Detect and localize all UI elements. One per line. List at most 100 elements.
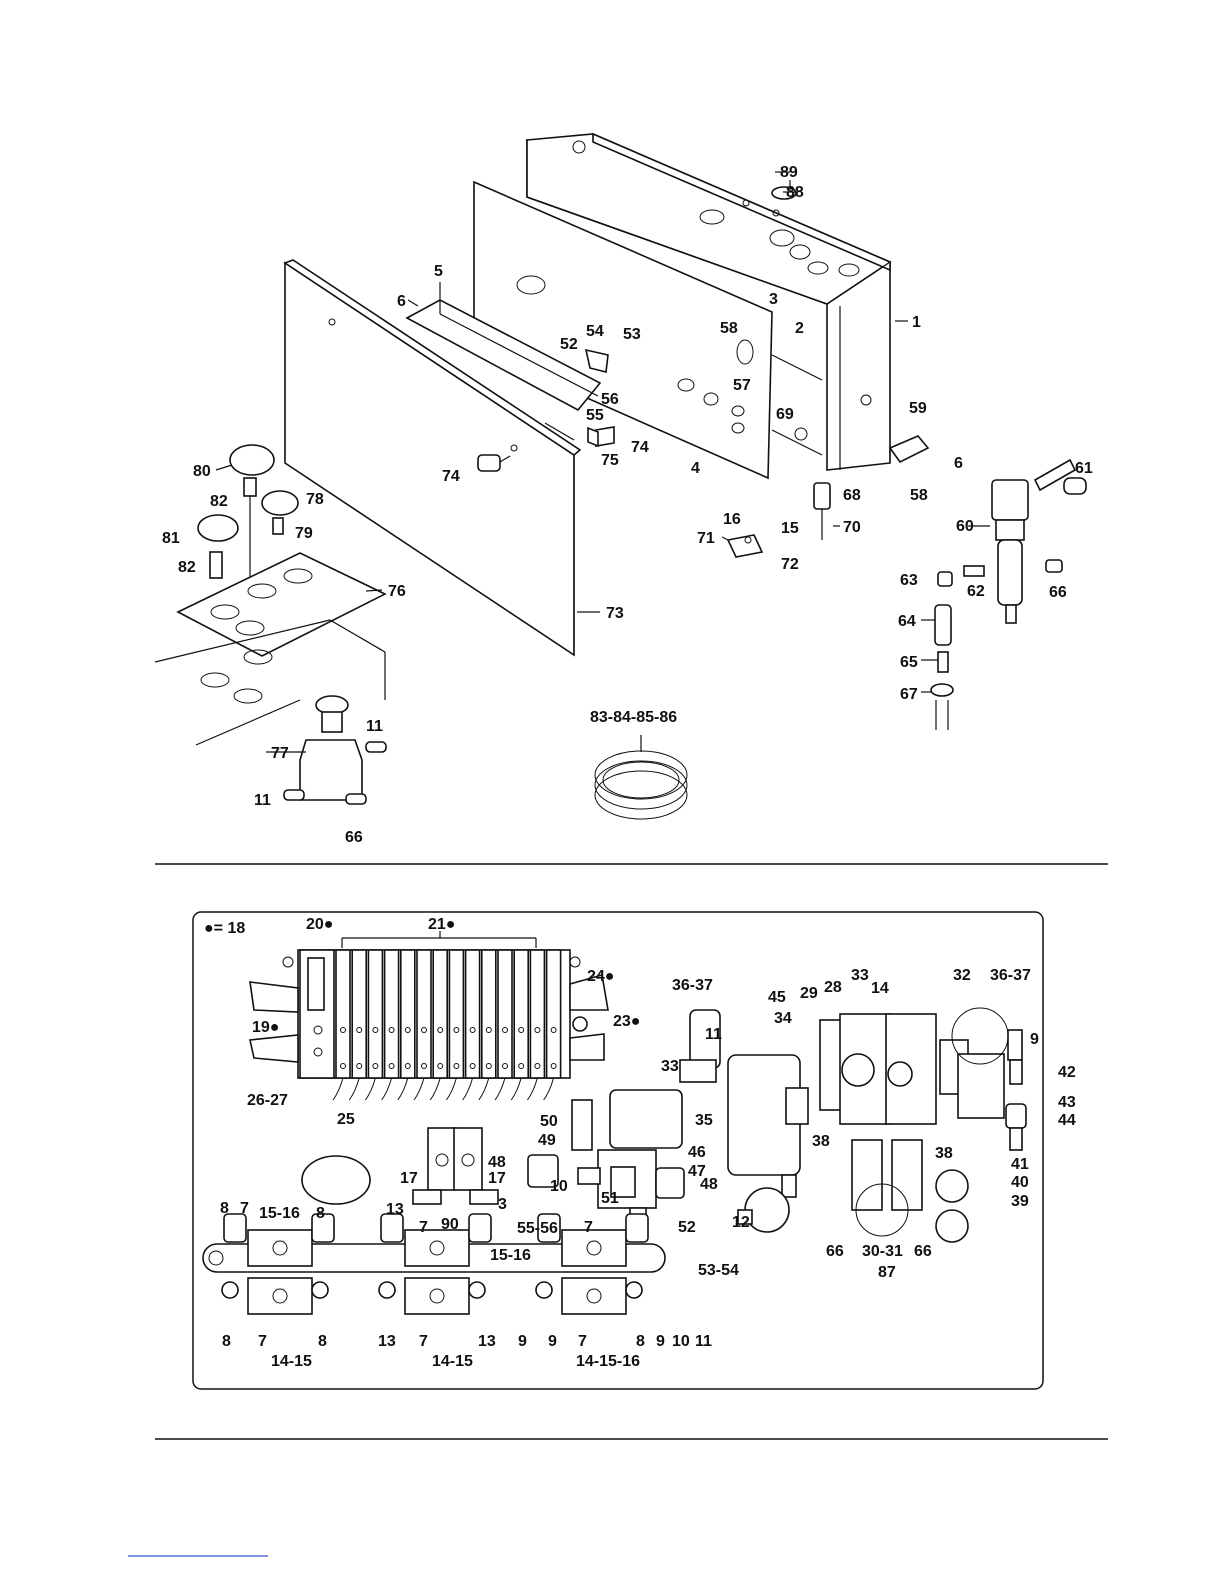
valve-tube [478, 1077, 490, 1101]
part-label-60: 60 [956, 518, 974, 535]
valve-port [356, 1063, 363, 1069]
plug-fitting [311, 1281, 329, 1299]
part-label-58b: 58 [910, 487, 928, 504]
part-label-25: 25 [337, 1111, 355, 1128]
part-label-11a: 11 [366, 718, 383, 735]
part-label-74b: 74 [442, 468, 460, 485]
valve-port [340, 1027, 346, 1033]
valve-port [502, 1063, 508, 1069]
part-label-40: 40 [1011, 1174, 1029, 1191]
tubing-coil [594, 735, 688, 820]
valve-block [819, 1007, 1009, 1243]
plug-fitting [625, 1281, 643, 1299]
part-label-14-15b: 14-15 [432, 1353, 473, 1370]
part-label-46: 46 [688, 1144, 706, 1161]
part-label-52: 52 [560, 336, 578, 353]
part-label-6a: 6 [397, 293, 406, 310]
part-label-8b: 8 [316, 1205, 325, 1222]
valve-tube [462, 1077, 474, 1101]
part-label-88: 88 [786, 184, 804, 201]
valve-tube [510, 1077, 522, 1101]
part-label-8d: 8 [318, 1333, 327, 1350]
valve-port [469, 1027, 476, 1033]
valve-tube [526, 1077, 538, 1101]
valve-base-block-a-lower [247, 1277, 313, 1315]
part-label-17b: 17 [488, 1170, 506, 1187]
hinge [726, 534, 764, 558]
part-label-66c: 66 [826, 1243, 844, 1260]
part-label-67: 67 [900, 686, 918, 703]
part-label-58a: 58 [720, 320, 738, 337]
valve-port [421, 1027, 427, 1033]
valve-port [534, 1063, 541, 1069]
part-label-33a: 33 [851, 967, 869, 984]
part-label-14-15-16: 14-15-16 [576, 1353, 640, 1370]
part-label-87: 87 [878, 1264, 896, 1281]
part-label-7e: 7 [419, 1333, 428, 1350]
part-label-19: 19● [252, 1019, 279, 1036]
part-label-7b: 7 [419, 1219, 428, 1236]
valve-port [534, 1027, 541, 1033]
part-label-9a: 9 [1030, 1031, 1039, 1048]
valve-base-block-b-lower [404, 1277, 470, 1315]
part-label-45: 45 [768, 989, 786, 1006]
cover-plate [771, 180, 797, 200]
filter-bowl [679, 1009, 809, 1233]
part-label-10a: 10 [550, 1178, 568, 1195]
valve-pair-17 [412, 1127, 499, 1205]
part-label-55-56: 55-56 [517, 1220, 558, 1237]
part-label-34: 34 [774, 1010, 792, 1027]
valve-port [550, 1063, 557, 1069]
part-label-8a: 8 [220, 1200, 229, 1217]
part-label-72: 72 [781, 556, 799, 573]
valve-slice [399, 949, 416, 1079]
valve-slice [432, 949, 449, 1079]
valve-bank-bracket [341, 931, 537, 948]
valve-port [453, 1027, 460, 1033]
part-label-41: 41 [1011, 1156, 1029, 1173]
valve-base-block-a-upper [247, 1229, 313, 1267]
valve-port [437, 1027, 444, 1033]
plug-fitting [468, 1281, 486, 1299]
part-label-68: 68 [843, 487, 861, 504]
part-label-82a: 82 [210, 493, 228, 510]
valve-tube [348, 1077, 360, 1101]
part-label-14a: 14 [871, 980, 889, 997]
bracket-59 [888, 435, 930, 464]
part-label-52b: 52 [678, 1219, 696, 1236]
valve-port [453, 1063, 460, 1069]
valve-slice [416, 949, 432, 1079]
valve-tube [413, 1077, 425, 1101]
part-label-50: 50 [540, 1113, 558, 1130]
part-label-69: 69 [776, 406, 794, 423]
lower-layout-view: ●= 18 [192, 911, 1076, 1390]
valve-slice [448, 949, 465, 1079]
valve-slice [464, 949, 481, 1079]
base-port [429, 1240, 445, 1256]
part-label-81: 81 [162, 530, 180, 547]
part-label-21: 21● [428, 916, 455, 933]
elbow-fitting [311, 1213, 335, 1243]
base-port [272, 1240, 288, 1256]
valve-port [388, 1063, 395, 1069]
part-label-77: 77 [271, 745, 289, 762]
part-label-26-27: 26-27 [247, 1092, 288, 1109]
valve-port [404, 1027, 411, 1033]
valve-port [404, 1063, 411, 1069]
part-label-5: 5 [434, 263, 443, 280]
part-label-6b: 6 [954, 455, 963, 472]
door-knob [477, 454, 511, 472]
small-brackets [584, 348, 615, 448]
part-label-15: 15 [781, 520, 799, 537]
part-label-74a: 74 [631, 439, 649, 456]
valve-port [485, 1027, 492, 1033]
plug-fitting [378, 1281, 396, 1299]
valve-tube [429, 1077, 441, 1101]
part-label-16: 16 [723, 511, 741, 528]
part-label-11c: 11 [705, 1026, 722, 1043]
right-fittings [1005, 1029, 1027, 1151]
part-label-48a: 48 [488, 1154, 506, 1171]
valve-port [421, 1063, 427, 1069]
valve-base-block-b-upper [404, 1229, 470, 1267]
